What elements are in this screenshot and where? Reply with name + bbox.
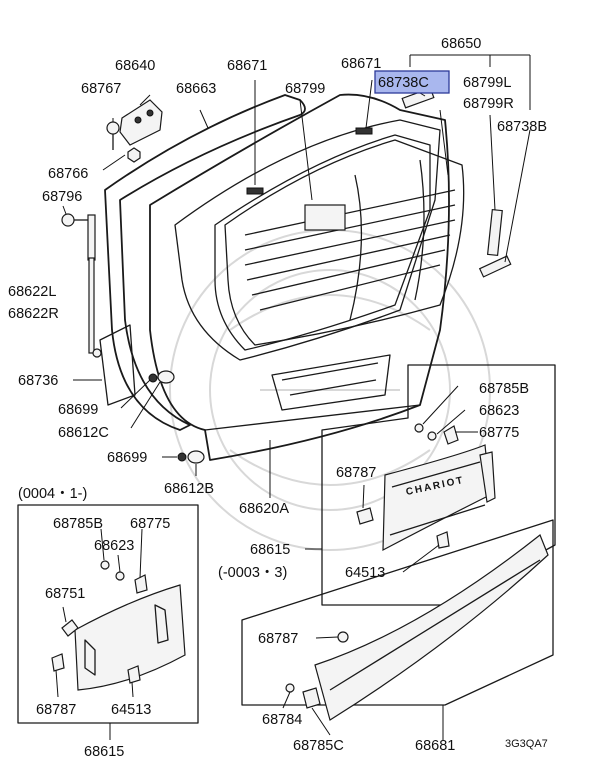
label-68785C: 68785C (293, 738, 344, 754)
label-68784: 68784 (262, 712, 302, 728)
diagram-code: 3G3QA7 (505, 738, 548, 750)
label-68787-left: 68787 (36, 702, 76, 718)
label-68623-right: 68623 (479, 403, 519, 419)
label-68799R: 68799R (463, 96, 514, 112)
side-moldings (478, 208, 512, 278)
hinge (119, 99, 163, 146)
label-68767: 68767 (81, 81, 121, 97)
label-68766: 68766 (48, 166, 88, 182)
label-68799L: 68799L (463, 75, 511, 91)
label-68650: 68650 (441, 36, 481, 52)
clip-68671-left (246, 187, 264, 195)
label-68612B: 68612B (164, 481, 214, 497)
label-68612C: 68612C (58, 425, 109, 441)
label-68787-bottom: 68787 (258, 631, 298, 647)
label-68787-right: 68787 (336, 465, 376, 481)
label-68799: 68799 (285, 81, 325, 97)
label-68785B-right: 68785B (479, 381, 529, 397)
label-68738B: 68738B (497, 119, 547, 135)
bolt-68767 (106, 121, 120, 150)
label-68699-upper: 68699 (58, 402, 98, 418)
garnish-group-left (17, 504, 199, 724)
side-trim (99, 324, 136, 406)
gas-strut (87, 214, 102, 358)
label-68785B-left: 68785B (53, 516, 103, 532)
glass-molding (174, 119, 441, 361)
label-68671-right: 68671 (341, 56, 381, 72)
label-68796: 68796 (42, 189, 82, 205)
garnish-group-right (321, 364, 556, 606)
bumper-lower (177, 450, 205, 464)
clip-68671-right (355, 127, 373, 135)
tailgate-panel (149, 93, 450, 461)
label-68623-left: 68623 (94, 538, 134, 554)
label-68738C: 68738C (378, 75, 429, 91)
weatherstrip (104, 94, 306, 431)
nut-68766 (127, 147, 141, 163)
label-64513-left: 64513 (111, 702, 151, 718)
label-68681: 68681 (415, 738, 455, 754)
date-range-until-0003: (-0003・3) (218, 565, 287, 581)
label-68615-left: 68615 (84, 744, 124, 760)
label-68615-right: 68615 (250, 542, 290, 558)
label-68671-left: 68671 (227, 58, 267, 74)
leader-lines (55, 54, 531, 740)
label-64513-right: 64513 (345, 565, 385, 581)
label-68775-left: 68775 (130, 516, 170, 532)
label-68663: 68663 (176, 81, 216, 97)
date-range-from-0004: (0004・1-) (18, 486, 87, 502)
part-labels: 68650 68640 68671 68671 68767 68663 6879… (8, 36, 548, 760)
ball-stud (61, 213, 88, 227)
label-68699-lower: 68699 (107, 450, 147, 466)
label-68622L: 68622L (8, 284, 56, 300)
label-68736: 68736 (18, 373, 58, 389)
label-68622R: 68622R (8, 306, 59, 322)
bumper-upper (148, 370, 175, 384)
garnish-group-bottom (241, 519, 554, 721)
label-68640: 68640 (115, 58, 155, 74)
highlight-68738C (374, 70, 450, 94)
label-68620A: 68620A (239, 501, 289, 517)
label-68775-right: 68775 (479, 425, 519, 441)
label-68751: 68751 (45, 586, 85, 602)
rear-glass (224, 139, 465, 346)
